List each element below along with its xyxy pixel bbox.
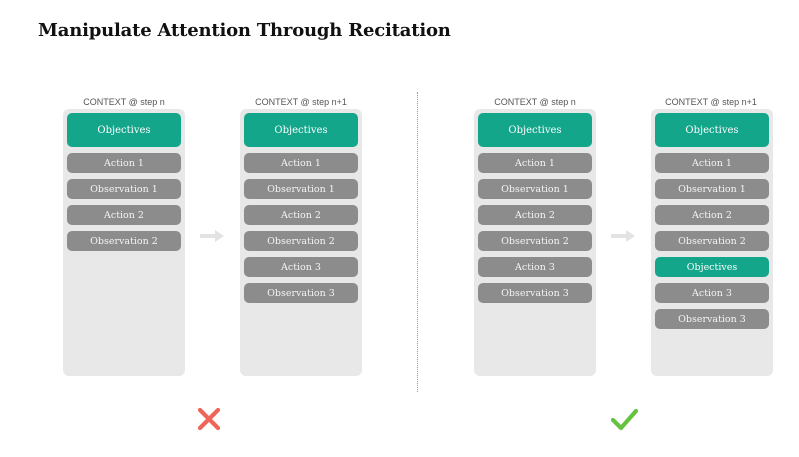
- context-block: Observation 1: [244, 179, 358, 199]
- context-block: Action 1: [244, 153, 358, 173]
- page-title: Manipulate Attention Through Recitation: [38, 20, 451, 41]
- objectives-block: Objectives: [478, 113, 592, 147]
- context-block: Action 1: [478, 153, 592, 173]
- objectives-block: Objectives: [655, 113, 769, 147]
- context-block: Action 2: [655, 205, 769, 225]
- objectives-block: Objectives: [244, 113, 358, 147]
- context-block: Observation 1: [478, 179, 592, 199]
- context-block: Action 1: [67, 153, 181, 173]
- context-block: Observation 1: [655, 179, 769, 199]
- check-icon: [610, 408, 639, 431]
- context-block: Observation 1: [67, 179, 181, 199]
- context-label: CONTEXT @ step n+1: [665, 97, 757, 107]
- recited-objectives-block: Objectives: [655, 257, 769, 277]
- context-block: Observation 2: [655, 231, 769, 251]
- context-panel: Objectives Action 1 Observation 1 Action…: [651, 109, 773, 376]
- context-label: CONTEXT @ step n: [83, 97, 165, 107]
- context-block: Action 3: [478, 257, 592, 277]
- context-block: Action 3: [244, 257, 358, 277]
- context-block: Observation 3: [244, 283, 358, 303]
- context-label: CONTEXT @ step n+1: [255, 97, 347, 107]
- context-block: Observation 2: [244, 231, 358, 251]
- arrow-right-icon: [200, 230, 224, 242]
- context-block: Observation 2: [478, 231, 592, 251]
- context-block: Observation 3: [478, 283, 592, 303]
- context-panel: Objectives Action 1 Observation 1 Action…: [63, 109, 185, 376]
- objectives-block: Objectives: [67, 113, 181, 147]
- context-panel: Objectives Action 1 Observation 1 Action…: [474, 109, 596, 376]
- context-block: Action 2: [67, 205, 181, 225]
- context-block: Observation 3: [655, 309, 769, 329]
- context-block: Action 1: [655, 153, 769, 173]
- cross-icon: [197, 407, 221, 431]
- context-block: Action 3: [655, 283, 769, 303]
- context-panel: Objectives Action 1 Observation 1 Action…: [240, 109, 362, 376]
- context-block: Action 2: [244, 205, 358, 225]
- context-block: Observation 2: [67, 231, 181, 251]
- arrow-right-icon: [611, 230, 635, 242]
- divider: [417, 92, 418, 392]
- context-block: Action 2: [478, 205, 592, 225]
- context-label: CONTEXT @ step n: [494, 97, 576, 107]
